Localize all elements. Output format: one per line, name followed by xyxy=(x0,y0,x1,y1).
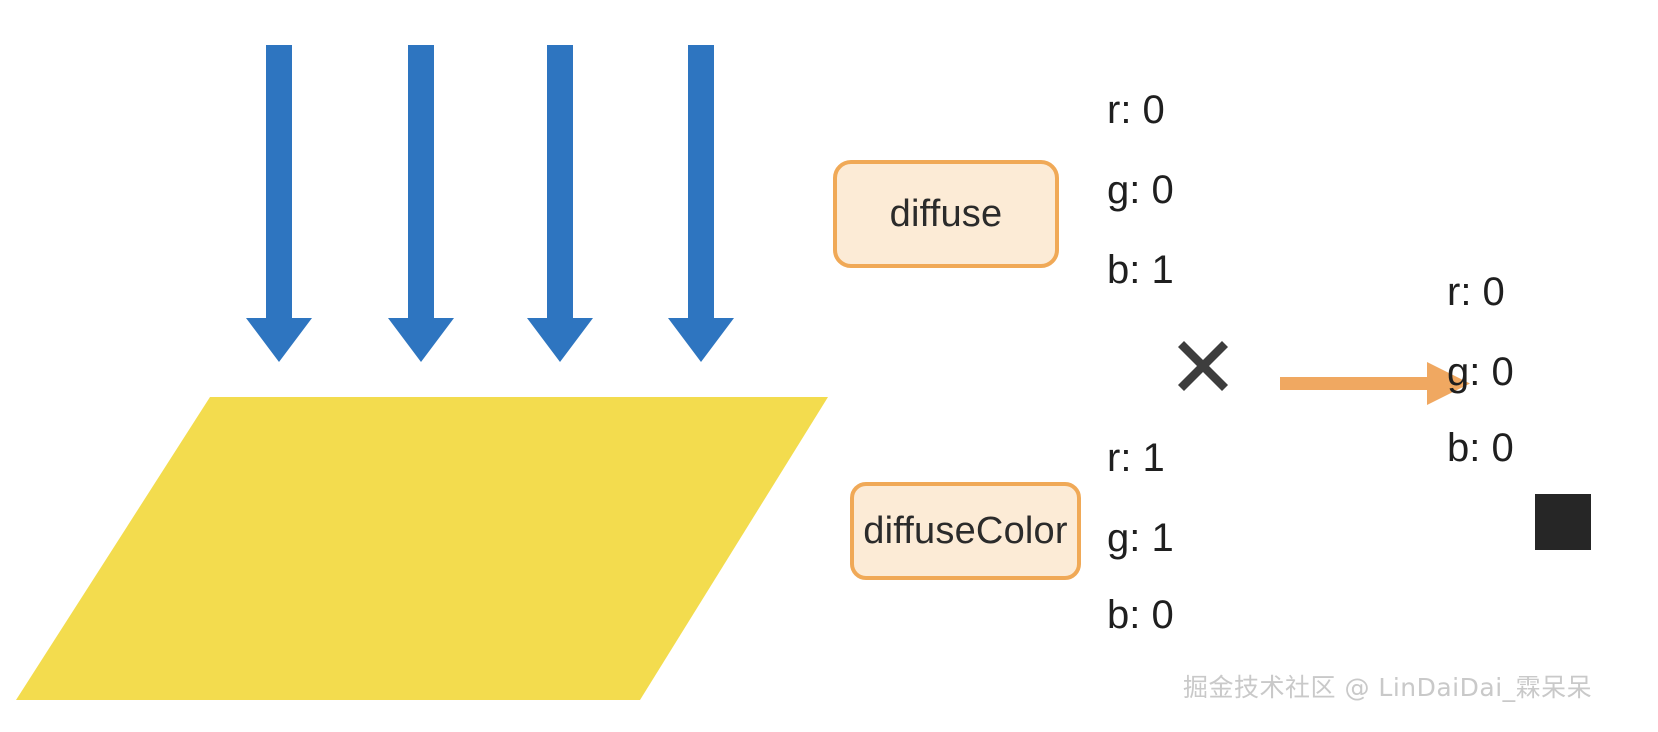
light-arrow-icon xyxy=(388,45,454,362)
light-arrow-icon xyxy=(527,45,593,362)
result-color-swatch xyxy=(1535,494,1591,550)
result-arrow-icon xyxy=(1280,362,1470,405)
diffuse-color-label-text: diffuseColor xyxy=(863,509,1068,552)
diffuse-color-channel-r: r: 1 xyxy=(1107,436,1165,480)
result-channel-b: b: 0 xyxy=(1447,426,1514,470)
diffuse-label-text: diffuse xyxy=(889,192,1003,235)
light-arrow-icon xyxy=(668,45,734,362)
diffuse-channel-b: b: 1 xyxy=(1107,248,1174,292)
diffuse-label-box[interactable]: diffuse xyxy=(833,160,1059,268)
diffuse-color-channel-b: b: 0 xyxy=(1107,593,1174,637)
light-arrow-icon xyxy=(246,45,312,362)
multiply-icon xyxy=(1178,341,1228,391)
diffuse-channel-r: r: 0 xyxy=(1107,88,1165,132)
result-channel-r: r: 0 xyxy=(1447,270,1505,314)
lit-plane-shape xyxy=(16,397,828,700)
watermark-text: 掘金技术社区 @ LinDaiDai_霖呆呆 xyxy=(1183,673,1593,702)
result-channel-g: g: 0 xyxy=(1447,350,1514,394)
diffuse-color-label-box[interactable]: diffuseColor xyxy=(850,482,1081,580)
diffuse-channel-g: g: 0 xyxy=(1107,168,1174,212)
diffuse-color-channel-g: g: 1 xyxy=(1107,516,1174,560)
